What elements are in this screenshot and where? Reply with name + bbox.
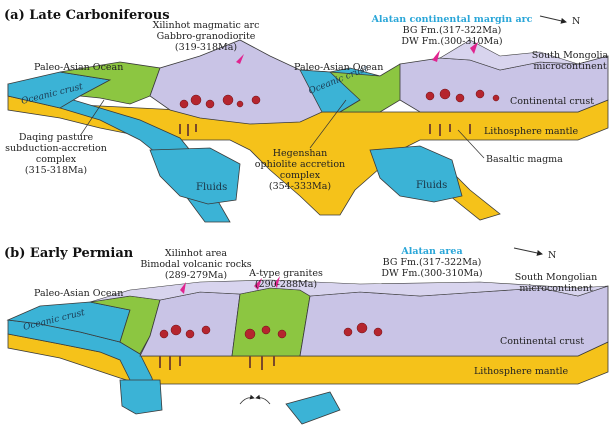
north-label-a: N	[572, 16, 580, 27]
svg-text:microcontinent: microcontinent	[519, 283, 593, 294]
lithosphere-mantle-b-label: Lithosphere mantle	[474, 366, 569, 377]
north-arrow-b: N	[514, 248, 556, 261]
svg-text:Hegenshan: Hegenshan	[273, 148, 328, 159]
svg-text:Xilinhot magmatic arc: Xilinhot magmatic arc	[153, 20, 260, 31]
detached-slab-b	[120, 380, 162, 414]
svg-text:Gabbro-granodiorite: Gabbro-granodiorite	[157, 31, 256, 42]
svg-text:DW Fm.(300-310Ma): DW Fm.(300-310Ma)	[381, 268, 482, 279]
accretion-belt-b-2	[232, 288, 310, 356]
panel-a: (a) Late Carboniferous N	[4, 8, 609, 222]
svg-text:(289-279Ma): (289-279Ma)	[165, 270, 227, 281]
fluids-a-left-label: Fluids	[196, 182, 227, 193]
a-type-granites-label: A-type granites (290-288Ma)	[248, 268, 323, 290]
svg-text:Alatan continental margin arc: Alatan continental margin arc	[371, 14, 533, 25]
south-mongolia-label-a: South Mongolia microcontinent	[532, 50, 609, 72]
sinking-slab-b	[286, 392, 340, 424]
south-mongolian-label-b: South Mongolian microcontinent	[515, 272, 598, 294]
svg-text:DW Fm.(300-310Ma): DW Fm.(300-310Ma)	[401, 36, 502, 47]
north-label-b: N	[548, 250, 556, 261]
panel-b-title: (b) Early Permian	[4, 246, 134, 261]
paleo-asian-ocean-b: Paleo-Asian Ocean	[34, 288, 123, 299]
alatan-area-label: Alatan area BG Fm.(317-322Ma) DW Fm.(300…	[381, 246, 482, 279]
svg-text:Alatan area: Alatan area	[400, 246, 462, 257]
svg-text:(315-318Ma): (315-318Ma)	[25, 165, 87, 176]
svg-text:A-type granites: A-type granites	[248, 268, 323, 279]
continental-crust-b-label: Continental crust	[500, 336, 584, 347]
svg-text:complex: complex	[36, 154, 77, 165]
upwelling-arrows-b	[240, 398, 270, 404]
basaltic-magma-label: Basaltic magma	[486, 154, 563, 165]
continental-crust-a-label: Continental crust	[510, 96, 594, 107]
svg-text:(290-288Ma): (290-288Ma)	[255, 279, 317, 290]
svg-text:microcontinent: microcontinent	[533, 61, 607, 72]
svg-text:complex: complex	[280, 170, 321, 181]
svg-text:ophiolite accretion: ophiolite accretion	[255, 159, 345, 170]
fluids-a-left	[150, 148, 240, 204]
svg-text:Xilinhot area: Xilinhot area	[165, 248, 227, 259]
panel-a-title: (a) Late Carboniferous	[4, 8, 170, 23]
svg-text:Bimodal volcanic rocks: Bimodal volcanic rocks	[140, 259, 251, 270]
svg-text:subduction-accretion: subduction-accretion	[5, 143, 107, 154]
svg-text:BG Fm.(317-322Ma): BG Fm.(317-322Ma)	[383, 257, 482, 268]
svg-text:South Mongolian: South Mongolian	[515, 272, 598, 283]
fluids-a-right	[370, 146, 462, 202]
arc2-label: Alatan continental margin arc BG Fm.(317…	[371, 14, 533, 47]
fluids-a-right-label: Fluids	[416, 180, 447, 191]
paleo-asian-ocean-a-2: Paleo-Asian Ocean	[294, 62, 383, 73]
svg-text:South Mongolia: South Mongolia	[532, 50, 609, 61]
lithosphere-mantle-a-label: Lithosphere mantle	[484, 126, 579, 137]
north-arrow-a: N	[540, 16, 580, 27]
svg-text:(319-318Ma): (319-318Ma)	[175, 42, 237, 53]
xilinhot-area-label: Xilinhot area Bimodal volcanic rocks (28…	[140, 248, 251, 281]
paleo-asian-ocean-a-1: Paleo-Asian Ocean	[34, 62, 123, 73]
svg-text:BG Fm.(317-322Ma): BG Fm.(317-322Ma)	[403, 25, 502, 36]
panel-b: (b) Early Permian N	[4, 246, 608, 424]
daqing-label: Daqing pasture subduction-accretion comp…	[5, 132, 107, 176]
svg-text:(354-333Ma): (354-333Ma)	[269, 181, 331, 192]
svg-text:Daqing pasture: Daqing pasture	[19, 132, 94, 143]
